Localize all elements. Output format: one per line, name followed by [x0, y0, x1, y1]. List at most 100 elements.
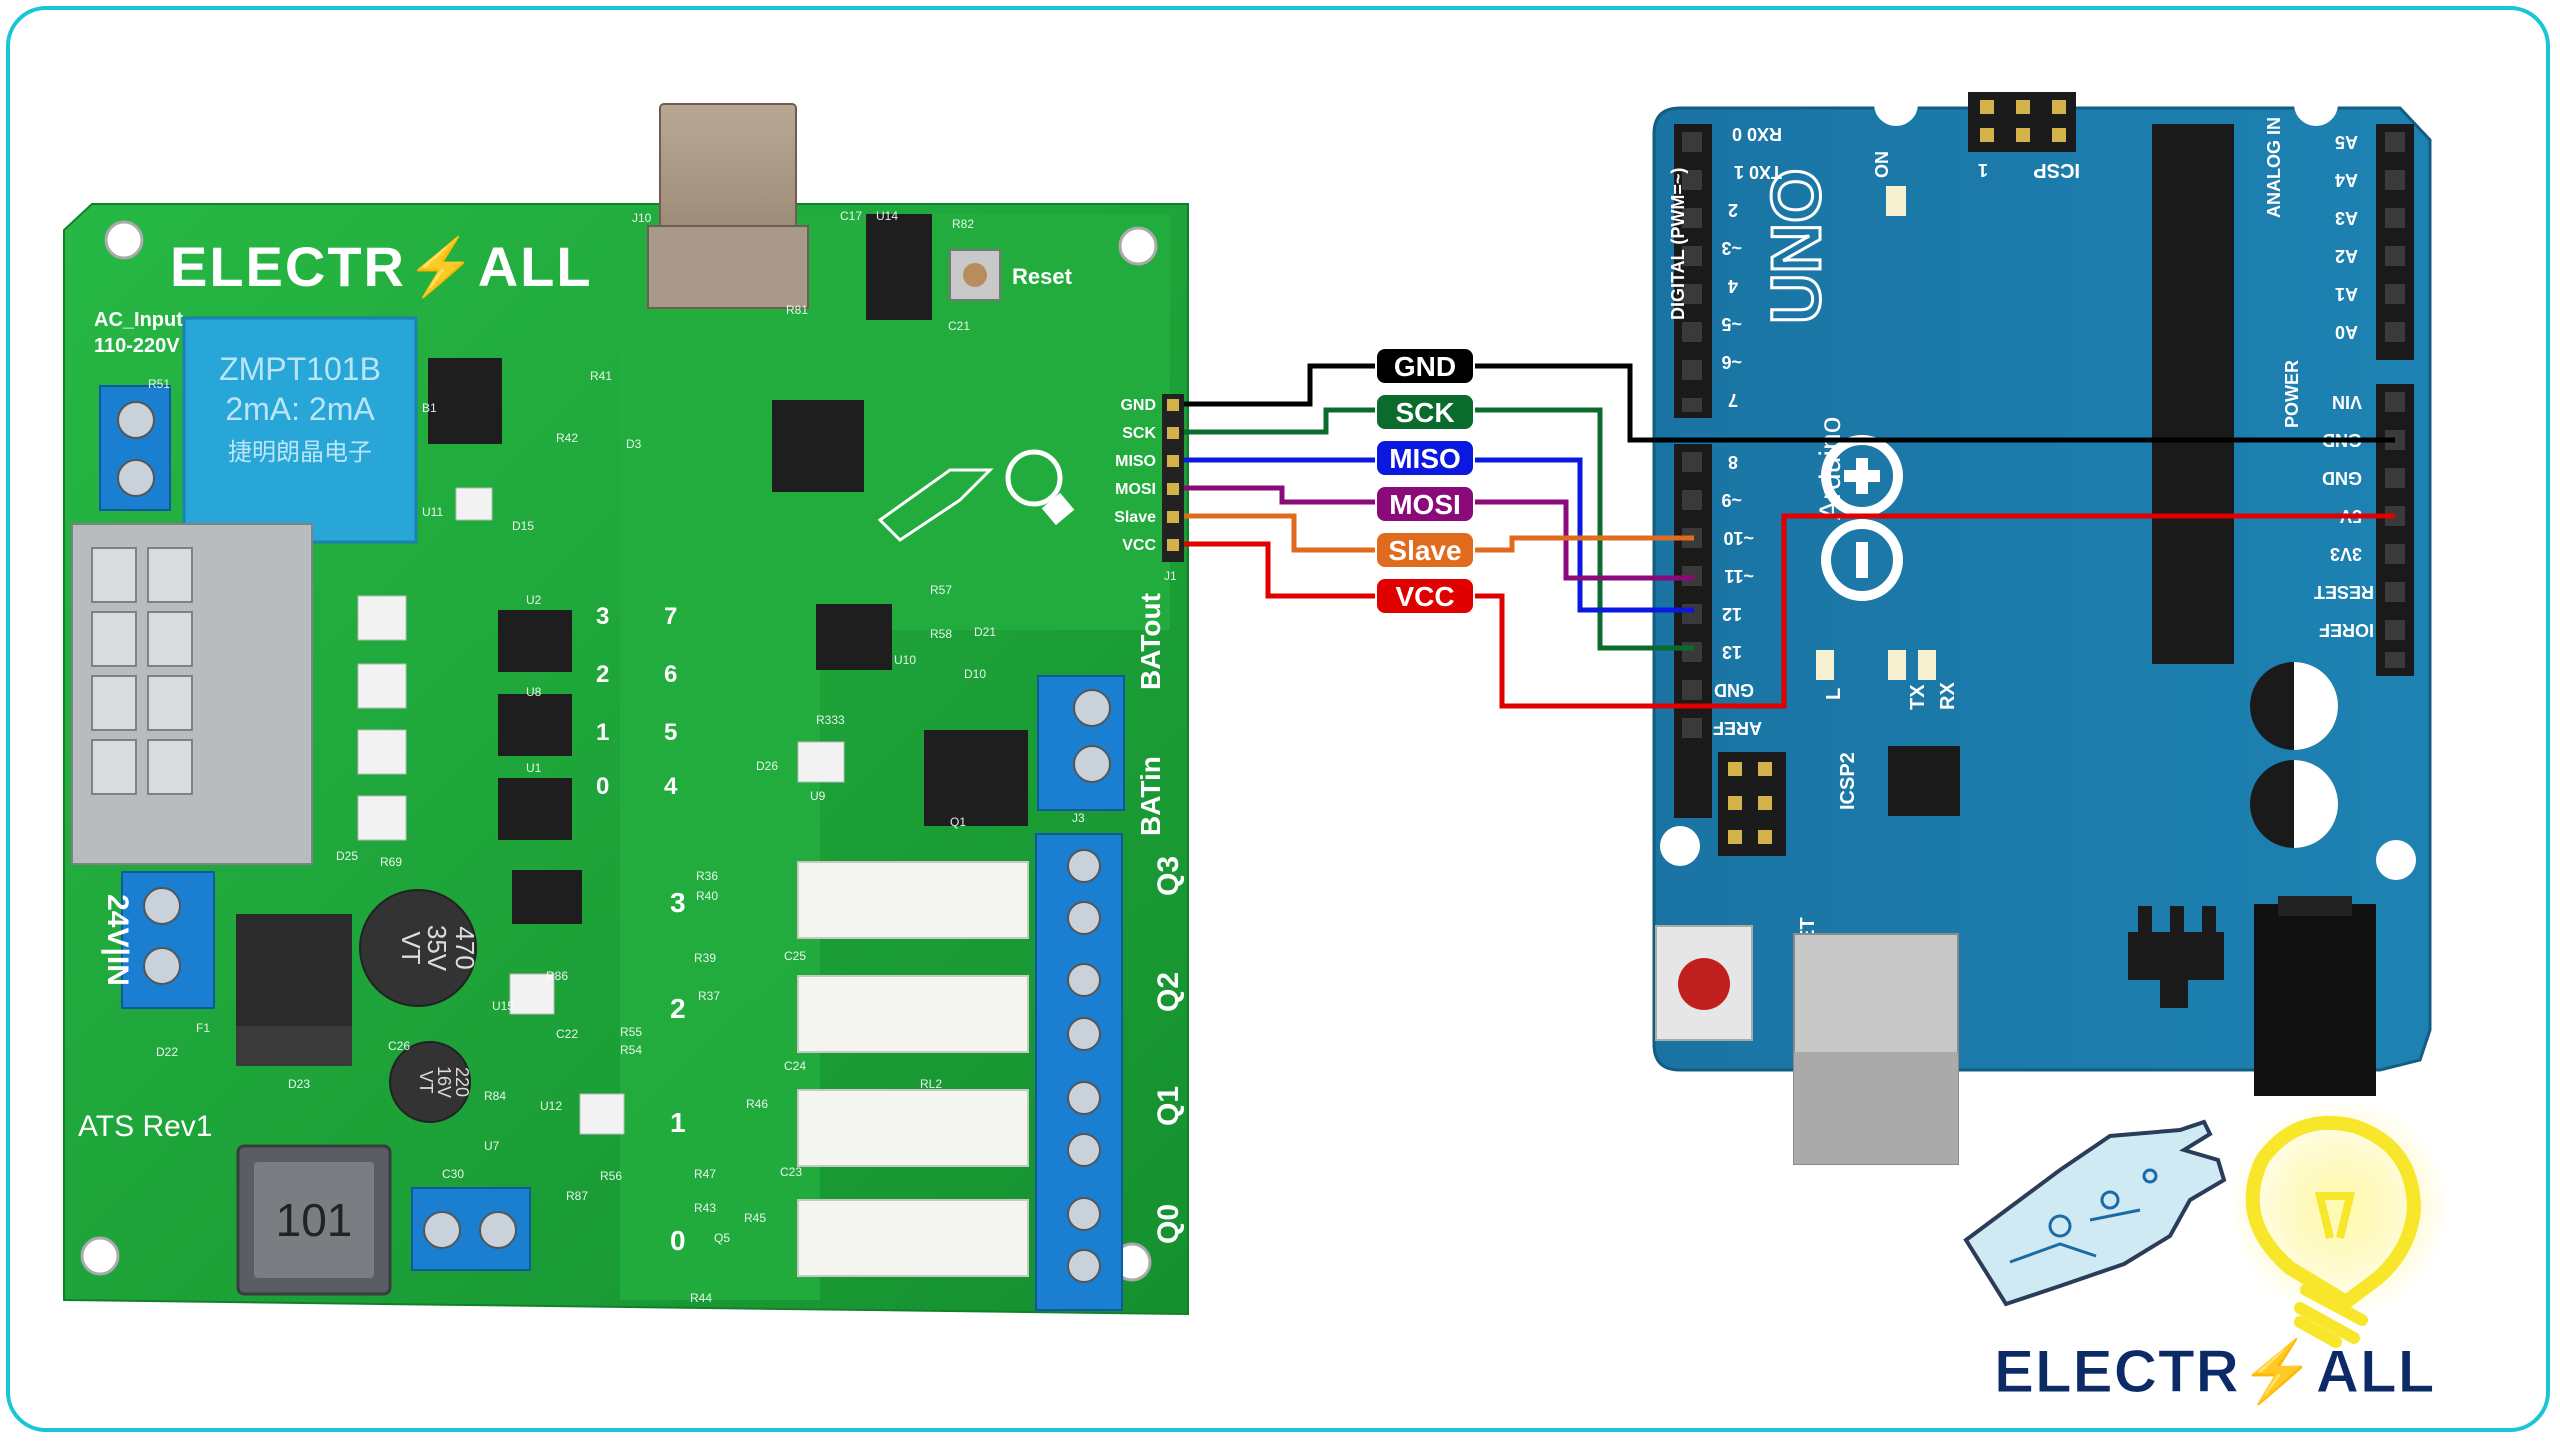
wire-label-text: GND: [1394, 351, 1456, 382]
uno-capacitor-stripe: [2294, 760, 2338, 848]
svg-text:B1: B1: [422, 401, 437, 415]
arduino-uno-board: RX0 0 TX0 1 2 ~3 4 ~5 ~6 7 8 ~9 ~10 ~11 …: [1652, 82, 2432, 1165]
bulb-filament: [2314, 1192, 2356, 1239]
header-pin-labels: GND SCK MISO MOSI Slave VCC: [1114, 397, 1156, 554]
pin-label-gnd: GND: [1120, 397, 1156, 414]
analog-header: [2376, 124, 2414, 360]
wire-label-vcc: VCC: [1375, 577, 1475, 615]
uno-mount-hole: [2376, 840, 2416, 880]
svg-text:A0: A0: [2335, 322, 2358, 342]
svg-text:J10: J10: [632, 211, 652, 225]
svg-text:R39: R39: [694, 951, 716, 965]
svg-text:C22: C22: [556, 1027, 578, 1041]
regulator-leg: [2138, 906, 2152, 932]
cap-small-series: VT: [416, 1070, 436, 1093]
svg-text:R55: R55: [620, 1025, 642, 1039]
transformer-ratio: 2mA: 2mA: [225, 391, 375, 427]
dc-in-label: 24V|IN: [101, 894, 134, 986]
l-label: L: [1823, 688, 1845, 700]
icsp2-label: ICSP2: [1837, 752, 1859, 810]
arduino-brand: Arduino: [1814, 417, 1847, 520]
rx-led: [1918, 650, 1936, 680]
analog-pin-labels: A5 A4 A3 A2 A1 A0: [2335, 132, 2358, 342]
uno-pcb: [1652, 106, 2432, 1072]
svg-text:J3: J3: [1072, 811, 1085, 825]
wire-label-text: VCC: [1395, 581, 1454, 612]
voltage-regulator: [236, 914, 352, 1026]
wire-label-pill: [1375, 577, 1475, 615]
relay-number: 0: [670, 1225, 686, 1256]
uno-capacitor-stripe: [2294, 662, 2338, 750]
svg-text:R86: R86: [546, 969, 568, 983]
cap-small-value: 220: [452, 1067, 472, 1097]
svg-text:R37: R37: [698, 989, 720, 1003]
svg-text:Q1: Q1: [950, 815, 966, 829]
svg-text:4: 4: [1728, 276, 1738, 296]
svg-text:U8: U8: [526, 685, 542, 699]
svg-text:GND: GND: [2322, 468, 2362, 488]
svg-text:C21: C21: [948, 319, 970, 333]
svg-text:J1: J1: [1164, 569, 1177, 583]
svg-text:D25: D25: [336, 849, 358, 863]
pcb-bulb-base: [1041, 492, 1075, 526]
pcb-revision: ATS Rev1: [78, 1110, 213, 1143]
regulator-tab: [2160, 980, 2188, 1008]
uno-model: UNO: [1757, 168, 1835, 324]
svg-text:U9: U9: [810, 789, 826, 803]
batout-label: BATout: [1135, 593, 1166, 690]
opto-number: 0: [596, 773, 609, 800]
mount-hole: [80, 1236, 120, 1276]
svg-text:~11: ~11: [1724, 566, 1754, 586]
wire-label-text: SCK: [1395, 397, 1454, 428]
svg-text:~10: ~10: [1723, 528, 1754, 548]
svg-text:D15: D15: [512, 519, 534, 533]
ats-pcb: ELECTR⚡ALL AC_Input 110-220V ZMPT101B 2m…: [63, 103, 1189, 1316]
svg-text:C30: C30: [442, 1167, 464, 1181]
pcb-reset-cap: [963, 263, 987, 287]
svg-text:U12: U12: [540, 1099, 562, 1113]
opto-number: 1: [596, 719, 609, 746]
capacitor-220uf: [389, 1041, 471, 1123]
opto-number: 4: [664, 773, 678, 800]
svg-text:F1: F1: [196, 1021, 210, 1035]
svg-text:U14: U14: [876, 209, 898, 223]
icsp-label: ICSP: [2033, 159, 2080, 181]
relay-number: 3: [670, 887, 686, 918]
svg-text:A2: A2: [2335, 246, 2358, 266]
pin-label-sck: SCK: [1122, 425, 1156, 442]
opto-number: 6: [664, 661, 677, 688]
cap-small-voltage: 16V: [434, 1066, 454, 1098]
electroall-logo: ELECTR⚡ALL: [1963, 1098, 2450, 1408]
terminal-screw: [1073, 689, 1111, 727]
pcb-bulb-icon: [1005, 449, 1063, 507]
svg-text:R84: R84: [484, 1089, 506, 1103]
pcb-hand-icon: [877, 468, 994, 542]
svg-text:R47: R47: [694, 1167, 716, 1181]
svg-text:R58: R58: [930, 627, 952, 641]
svg-text:VIN: VIN: [2332, 392, 2362, 412]
zmpt101b-transformer: [182, 316, 418, 544]
output-screws: [1067, 849, 1101, 1283]
svg-text:R51: R51: [148, 377, 170, 391]
terminal-screw: [479, 1211, 517, 1249]
regulator-tab: [236, 1026, 352, 1066]
svg-text:C17: C17: [840, 209, 862, 223]
uno-mount-hole: [1874, 82, 1918, 126]
relay-number: 2: [670, 993, 686, 1024]
svg-text:~6: ~6: [1721, 352, 1742, 372]
wire-label-pill: [1375, 347, 1475, 385]
output-label-q2: Q2: [1152, 972, 1185, 1012]
logo-brand: ELECTR⚡ALL: [1994, 1337, 2435, 1407]
icsp2-pins: [1728, 762, 1772, 844]
terminal-screw: [143, 947, 181, 985]
svg-text:IOREF: IOREF: [2319, 620, 2374, 640]
dc-jack-top: [2278, 896, 2352, 916]
svg-text:R57: R57: [930, 583, 952, 597]
pcb-brand: ELECTR⚡ALL: [170, 235, 593, 300]
svg-text:Q5: Q5: [714, 1231, 730, 1245]
relay-number: 1: [670, 1107, 686, 1138]
svg-text:GND: GND: [1714, 680, 1754, 700]
mount-hole: [1118, 226, 1158, 266]
ac-input-voltage: 110-220V: [94, 335, 180, 357]
